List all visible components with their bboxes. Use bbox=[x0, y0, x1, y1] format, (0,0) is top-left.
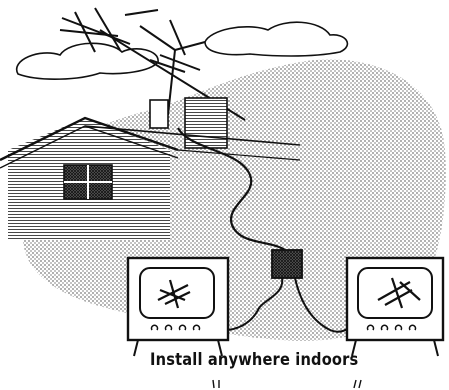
tv-set-icon bbox=[347, 258, 443, 356]
junction-box-icon bbox=[272, 250, 302, 278]
caption-text: Install anywhere indoors bbox=[150, 350, 399, 370]
tv-set-icon bbox=[128, 258, 228, 356]
cloud-icon bbox=[17, 43, 158, 79]
cloud-icon bbox=[205, 22, 347, 56]
